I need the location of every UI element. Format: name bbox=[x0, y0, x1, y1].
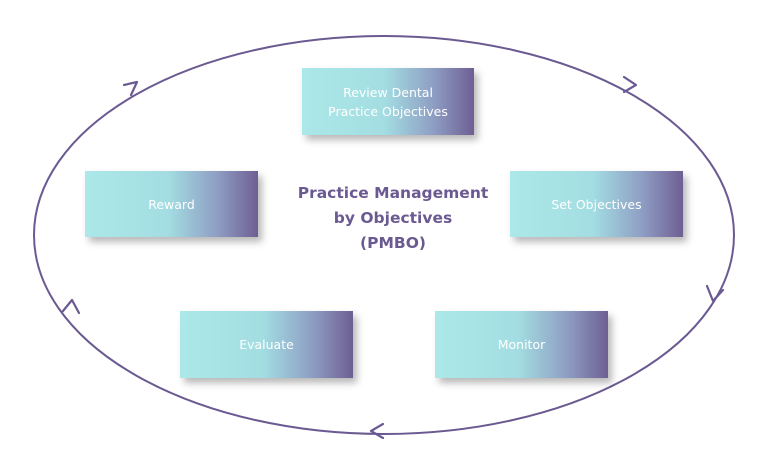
step-label: Reward bbox=[148, 196, 195, 212]
step-label: Monitor bbox=[497, 337, 546, 352]
arrow-top-right-icon bbox=[622, 75, 638, 94]
arrow-bottom-icon bbox=[369, 422, 385, 440]
step-label: Evaluate bbox=[239, 337, 294, 352]
step-label: Review Dental Practice Objectives bbox=[328, 83, 448, 121]
arrow-left-icon bbox=[61, 298, 81, 315]
arrow-top-left-icon bbox=[122, 80, 139, 97]
step-label: Set Objectives bbox=[551, 196, 642, 212]
step-review-dental-practice-objectives: Review Dental Practice Objectives bbox=[302, 68, 474, 135]
step-reward: Reward bbox=[85, 171, 258, 237]
arrow-right-icon bbox=[705, 284, 725, 303]
step-monitor: Monitor bbox=[435, 311, 608, 378]
title-line: by Objectives bbox=[333, 209, 453, 227]
step-set-objectives: Set Objectives bbox=[510, 171, 683, 237]
cycle-ellipse bbox=[33, 35, 735, 435]
step-label-line: Practice Objectives bbox=[328, 103, 448, 119]
step-evaluate: Evaluate bbox=[180, 311, 353, 378]
title-line: (PMBO) bbox=[360, 234, 426, 252]
diagram-title: Practice Management by Objectives (PMBO) bbox=[284, 181, 502, 256]
title-line: Practice Management bbox=[297, 184, 489, 202]
step-label-line: Review Dental bbox=[343, 84, 433, 100]
